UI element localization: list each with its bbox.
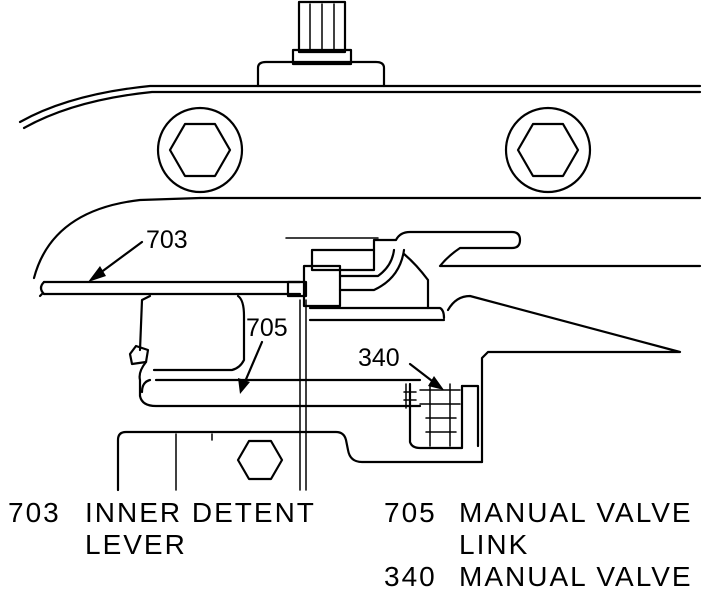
- left-bolt: [156, 106, 244, 194]
- legend-340-line1: MANUAL VALVE: [459, 561, 693, 592]
- callout-340: 340: [358, 344, 444, 390]
- callout-705-label: 705: [246, 314, 288, 342]
- callout-703-label: 703: [146, 226, 188, 254]
- mid-housing: [32, 196, 202, 298]
- callout-703: 703: [88, 226, 188, 282]
- inner-detent-lever: [39, 230, 702, 322]
- top-fitting: [256, 0, 386, 88]
- callout-340-label: 340: [358, 344, 400, 372]
- legend-703-line2: LEVER: [85, 529, 187, 560]
- legend-705-number: 705: [384, 497, 437, 528]
- callout-705: 705: [238, 314, 288, 394]
- legend-705-line1: MANUAL VALVE: [459, 497, 693, 528]
- legend-340-number: 340: [384, 561, 437, 592]
- manual-valve-link: [128, 344, 422, 408]
- upper-housing: [18, 84, 702, 200]
- valve-body: [116, 294, 682, 492]
- lower-bolt: [236, 439, 284, 481]
- manual-valve: [403, 382, 480, 450]
- legend-703-number: 703: [8, 497, 61, 528]
- legend-703-line1: INNER DETENT: [85, 497, 316, 528]
- legend-705-line2: LINK: [459, 529, 530, 560]
- right-bolt: [504, 106, 592, 194]
